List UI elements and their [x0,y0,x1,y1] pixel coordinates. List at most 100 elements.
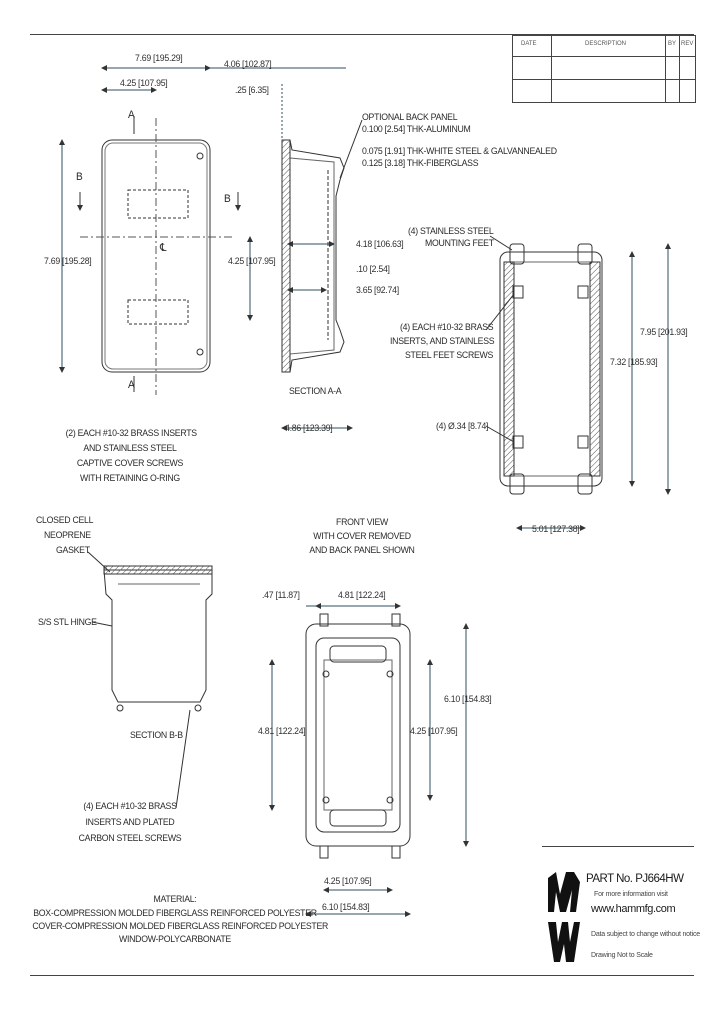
gasket-note-line1: CLOSED CELL [36,515,94,526]
hinge-note: S/S STL HINGE [38,617,97,628]
hole-dim: (4) Ø.34 [8.74] [436,421,489,432]
section-bb-title: SECTION B-B [130,730,183,741]
fv-outline [305,623,411,847]
fv-foot-br [391,845,401,859]
leader-inserts [485,293,515,331]
dim-fv-4-25-bottom: 4.25 [107.95] [324,876,372,887]
leader-optional-panel [339,119,363,179]
title-block: PART No. PJ664HW For more information vi… [542,846,720,976]
section-aa-title: SECTION A-A [289,386,342,397]
mounting-foot-bl [509,473,525,495]
foot-bb-right [194,704,202,712]
fv-insert-tl [322,670,330,678]
left-note-line3: CAPTIVE COVER SCREWS [76,458,184,469]
fv-inner-opening [323,659,393,811]
dim-fv-47: .47 [11.87] [262,590,300,601]
section-bb-geometry [87,551,213,809]
section-b-label-left: B [76,171,83,183]
revision-col-line [551,36,552,102]
revision-header-by: BY [668,41,677,47]
fv-insert-br [386,796,394,804]
dim-7-95: 7.95 [201.93] [640,327,688,338]
section-bb-cover-hatch [103,565,213,575]
gasket-note-line2: NEOPRENE [44,530,91,541]
dim-fv-6-10-bottom: 6.10 [154.83] [322,902,370,913]
section-a-label-top: A [128,109,135,121]
left-note-line4: WITH RETAINING O-RING [80,473,180,484]
inserts-note-line2: INSERTS, AND STAINLESS [390,336,495,347]
optional-panel-title: OPTIONAL BACK PANEL [362,112,458,123]
fv-foot-tl [319,613,329,627]
part-no-label: PART No. [586,873,633,885]
insert-br [577,435,589,449]
sheet-border-top [30,34,694,35]
revision-row-line [513,56,695,57]
centerline-symbol: ℄ [160,242,167,254]
back-view-inner [513,261,591,477]
leader-bb-inserts [175,709,191,809]
dim-4-06-depth: 4.06 [102.87] [224,59,272,70]
dim-4-18: 4.18 [106.63] [356,239,404,250]
fv-top-handle [329,645,387,663]
revision-header-description: DESCRIPTION [585,41,627,47]
dim-4-86: 4.86 [123.39] [285,423,333,434]
disclaimer-text: Data subject to change without notice [591,931,700,938]
leader-feet [489,235,513,251]
section-aa-cover-hatch [281,139,291,373]
feet-note-line1: (4) STAINLESS STEEL [408,226,494,237]
dim-4-25-half: 4.25 [107.95] [120,78,168,89]
section-a-label-bottom: A [128,379,135,391]
section-aa-body [281,139,345,373]
leader-gasket [87,551,111,573]
material-line2: COVER-COMPRESSION MOLDED FIBERGLASS REIN… [32,921,329,932]
mounting-foot-br [577,473,593,495]
material-line1: BOX-COMPRESSION MOLDED FIBERGLASS REINFO… [33,908,317,919]
section-bb-body [103,569,213,703]
material-title: MATERIAL: [153,894,197,905]
revision-header-date: DATE [521,41,537,47]
revision-col-line [679,36,680,102]
insert-tr [577,285,589,299]
leader-hinge [91,621,113,627]
inserts-note-line3: STEEL FEET SCREWS [405,350,494,361]
enclosure-cover-inner [104,142,208,370]
section-aa-inner-wall [289,157,335,355]
fv-flange [315,637,401,833]
fv-foot-bl [319,845,329,859]
leader-hole [485,425,515,443]
section-b-label-right: B [224,193,231,205]
revision-row-line [513,79,695,80]
cover-screw-bottom [196,348,204,356]
dim-3-65: 3.65 [92.74] [356,285,399,296]
dim-10: .10 [2.54] [356,264,390,275]
revision-header-rev: REV [681,41,694,47]
gasket-note-line3: GASKET [56,545,90,556]
fv-insert-bl [322,796,330,804]
section-aa-geometry [281,84,363,431]
optional-panel-line2: 0.075 [1.91] THK-WHITE STEEL & GALVANNEA… [362,146,557,157]
back-view-rib-left [503,261,515,477]
dim-fv-4-25-right: 4.25 [107.95] [410,726,458,737]
revision-col-line [665,36,666,102]
scale-note: Drawing Not to Scale [591,952,653,959]
front-view-top [59,65,346,395]
sheet-border-bottom [30,975,694,976]
front-view-bottom-geometry [269,603,469,917]
back-view-outline [499,251,603,487]
part-label: PART No. PJ664HW [586,873,684,885]
dim-7-69-height: 7.69 [195.28] [44,256,92,267]
cover-screw-top [196,152,204,160]
left-note-line2: AND STAINLESS STEEL [83,443,177,454]
fv-title-line3: AND BACK PANEL SHOWN [309,545,415,556]
dim-7-69-width: 7.69 [195.29] [135,53,183,64]
website-link[interactable]: www.hammfg.com [591,903,676,915]
back-view-rib-right [589,261,601,477]
optional-panel-line1: 0.100 [2.54] THK-ALUMINUM [362,124,471,135]
more-info-text: For more information visit [594,891,668,898]
dim-5-01: 5.01 [127.38] [532,524,580,535]
foot-bb-left [116,704,124,712]
dim-fv-4-81-left: 4.81 [122.24] [258,726,306,737]
dim-25-lip: .25 [6.35] [235,85,269,96]
bb-note-line2: INSERTS AND PLATED [85,817,175,828]
